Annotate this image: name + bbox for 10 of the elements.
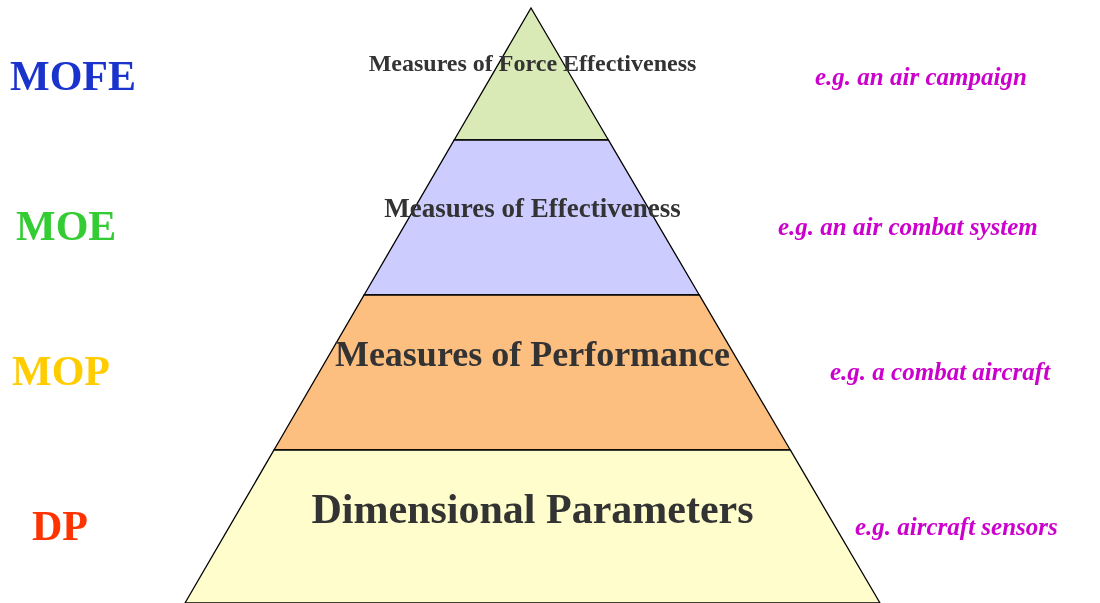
acronym-label: MOE bbox=[16, 205, 117, 247]
acronym-label: MOFE bbox=[10, 55, 136, 97]
acronym-label: MOP bbox=[12, 350, 110, 392]
tier-label: Measures of Force Effectiveness bbox=[367, 50, 698, 77]
example-label: e.g. an air campaign bbox=[815, 64, 1027, 89]
example-label: e.g. a combat aircraft bbox=[830, 359, 1051, 384]
example-label: e.g. aircraft sensors bbox=[855, 514, 1058, 539]
example-label: e.g. an air combat system bbox=[778, 214, 1038, 239]
acronym-label: DP bbox=[32, 505, 88, 547]
tier-label: Measures of Performance bbox=[333, 333, 732, 375]
